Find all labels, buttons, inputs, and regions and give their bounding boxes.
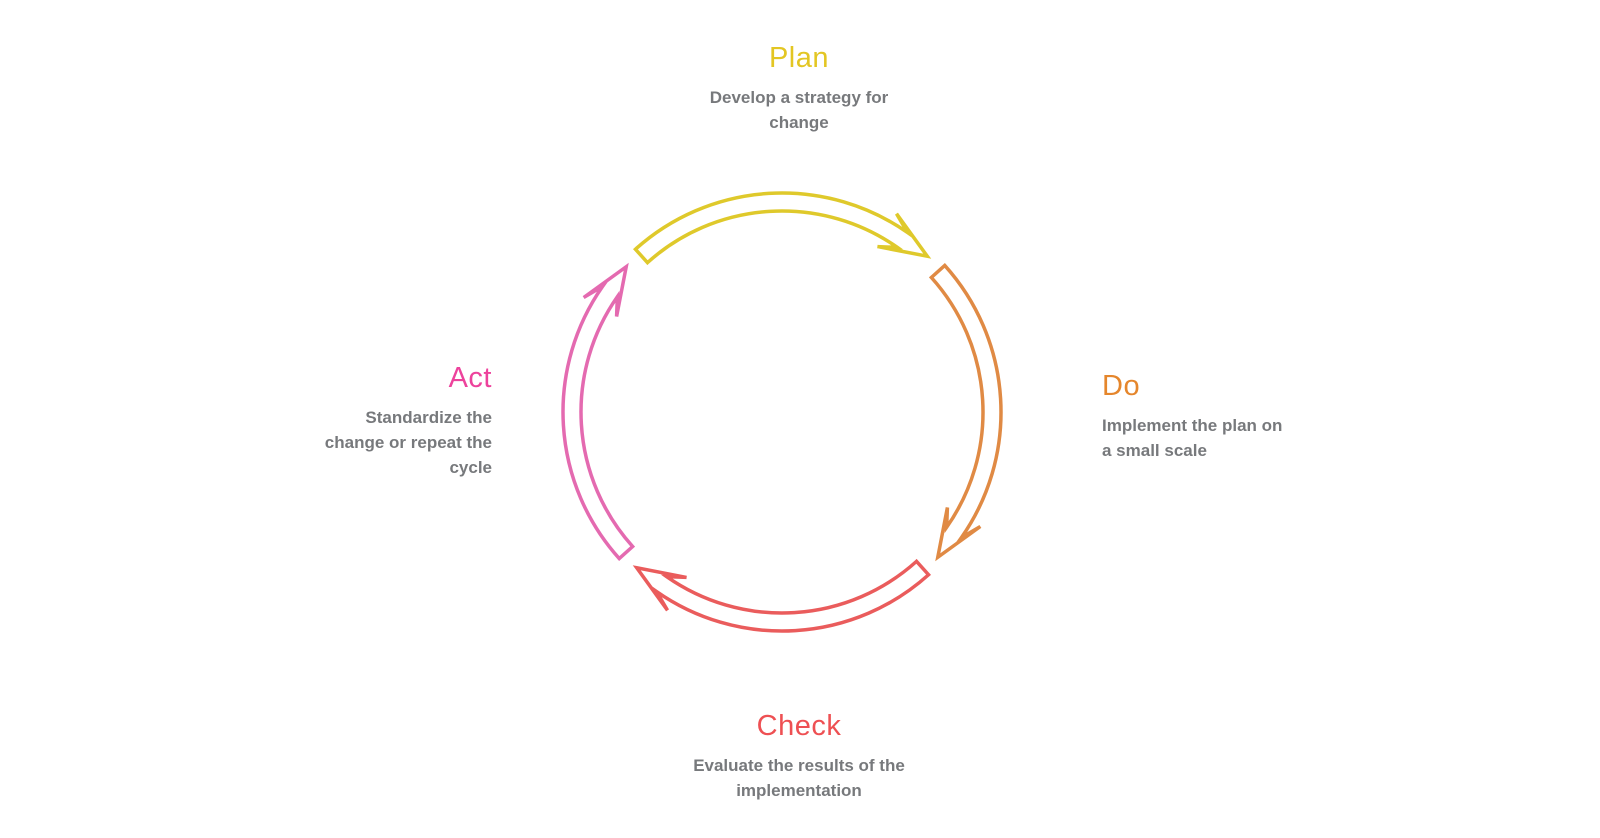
check-arrow xyxy=(632,558,932,633)
description-line: implementation xyxy=(736,781,862,800)
description-line: Develop a strategy for xyxy=(709,88,889,107)
step-check-description: Evaluate the results of the implementati… xyxy=(599,753,999,803)
description-line: cycle xyxy=(449,458,492,477)
step-check: Check Evaluate the results of the implem… xyxy=(599,710,999,803)
step-check-label: Check xyxy=(756,710,842,742)
description-line: a small scale xyxy=(1102,441,1207,460)
step-plan-description: Develop a strategy for change xyxy=(599,85,999,135)
act-arrow xyxy=(561,262,636,562)
description-line: Evaluate the results of the xyxy=(693,756,905,775)
step-do: Do Implement the plan on a small scale xyxy=(1102,370,1382,463)
description-line: change or repeat the xyxy=(324,433,492,452)
do-arrow xyxy=(928,262,1003,562)
step-plan: Plan Develop a strategy for change xyxy=(599,42,999,135)
step-act: Act Standardize the change or repeat the… xyxy=(192,362,492,480)
step-act-description: Standardize the change or repeat the cyc… xyxy=(192,405,492,480)
step-plan-label: Plan xyxy=(768,42,830,74)
step-do-description: Implement the plan on a small scale xyxy=(1102,413,1382,463)
description-line: Standardize the xyxy=(365,408,492,427)
step-act-label: Act xyxy=(448,362,492,394)
description-line: change xyxy=(769,113,829,132)
plan-arrow xyxy=(632,191,932,266)
description-line: Implement the plan on xyxy=(1102,416,1283,435)
step-do-label: Do xyxy=(1102,370,1141,402)
